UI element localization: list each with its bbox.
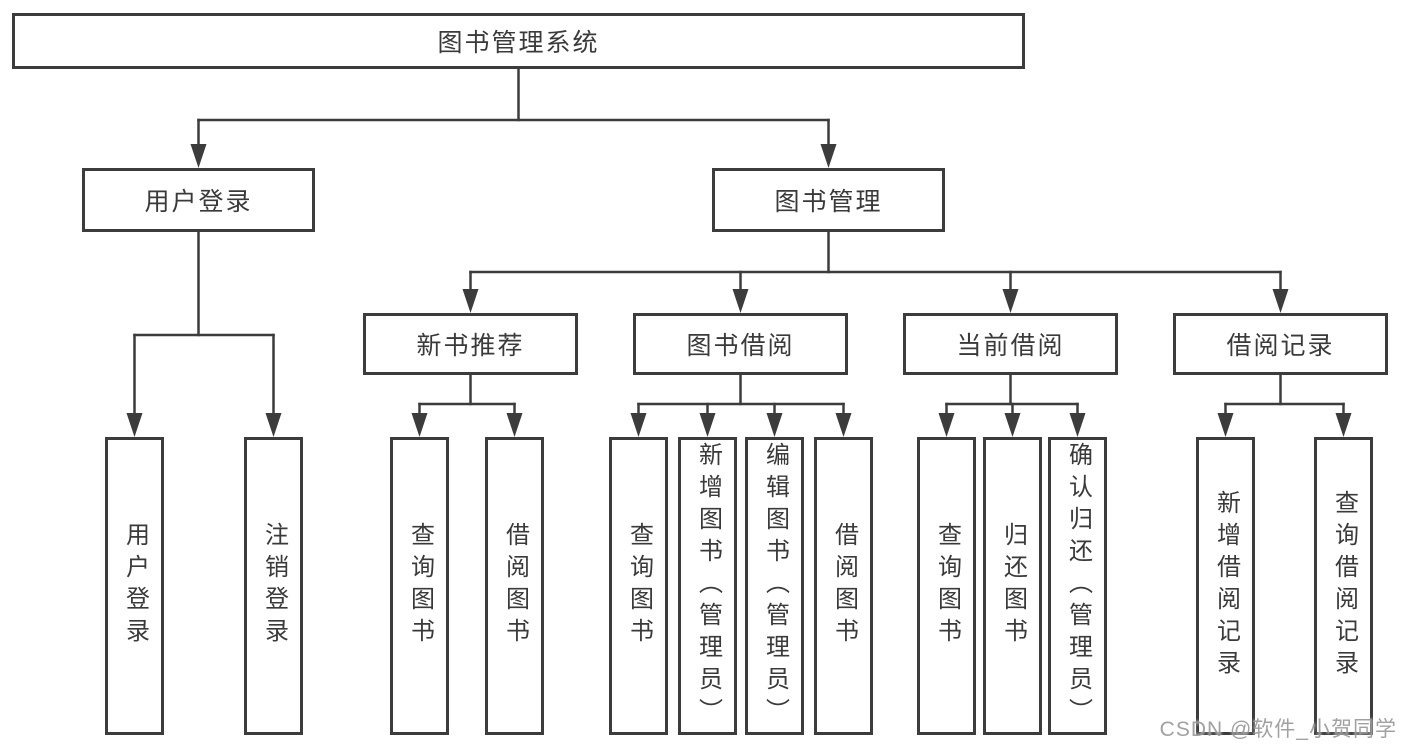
node-new-book-recommend: 新书推荐 [363,313,578,375]
node-book-management: 图书管理 [712,168,945,232]
leaf-borrow-books-recommend: 借阅图书 [485,437,544,735]
node-current-borrowing: 当前借阅 [903,313,1118,375]
leaf-user-login-label: 用户登录 [121,522,149,650]
leaf-query-books-current: 查询图书 [917,437,976,735]
leaf-add-borrow-record-label: 新增借阅记录 [1212,490,1240,682]
leaf-borrow-books-borrowing-label: 借阅图书 [830,522,858,650]
leaf-add-borrow-record: 新增借阅记录 [1196,437,1255,735]
leaf-borrow-books-recommend-label: 借阅图书 [501,522,529,650]
leaf-edit-books-admin: 编辑图书（管理员） [745,437,804,735]
leaf-logout: 注销登录 [244,437,303,735]
leaf-edit-books-admin-label: 编辑图书（管理员） [761,442,789,730]
csdn-watermark: CSDN @软件_小贺同学 [1159,718,1397,741]
leaf-confirm-return-admin-label: 确认归还（管理员） [1064,442,1092,730]
leaf-query-books-recommend: 查询图书 [390,437,449,735]
leaf-query-borrow-record-label: 查询借阅记录 [1330,490,1358,682]
node-borrowing-records: 借阅记录 [1173,313,1388,375]
node-book-borrowing: 图书借阅 [633,313,848,375]
leaf-query-books-current-label: 查询图书 [933,522,961,650]
leaf-borrow-books-borrowing: 借阅图书 [814,437,873,735]
leaf-return-books-label: 归还图书 [999,522,1027,650]
node-library-management-system: 图书管理系统 [12,13,1025,69]
leaf-add-books-admin: 新增图书（管理员） [678,437,737,735]
leaf-add-books-admin-label: 新增图书（管理员） [694,442,722,730]
node-user-login: 用户登录 [82,168,315,232]
leaf-return-books: 归还图书 [983,437,1042,735]
leaf-query-books-borrowing-label: 查询图书 [625,522,653,650]
leaf-query-books-recommend-label: 查询图书 [406,522,434,650]
leaf-query-borrow-record: 查询借阅记录 [1314,437,1373,735]
leaf-query-books-borrowing: 查询图书 [609,437,668,735]
leaf-user-login: 用户登录 [105,437,164,735]
leaf-confirm-return-admin: 确认归还（管理员） [1048,437,1107,735]
leaf-logout-label: 注销登录 [260,522,288,650]
